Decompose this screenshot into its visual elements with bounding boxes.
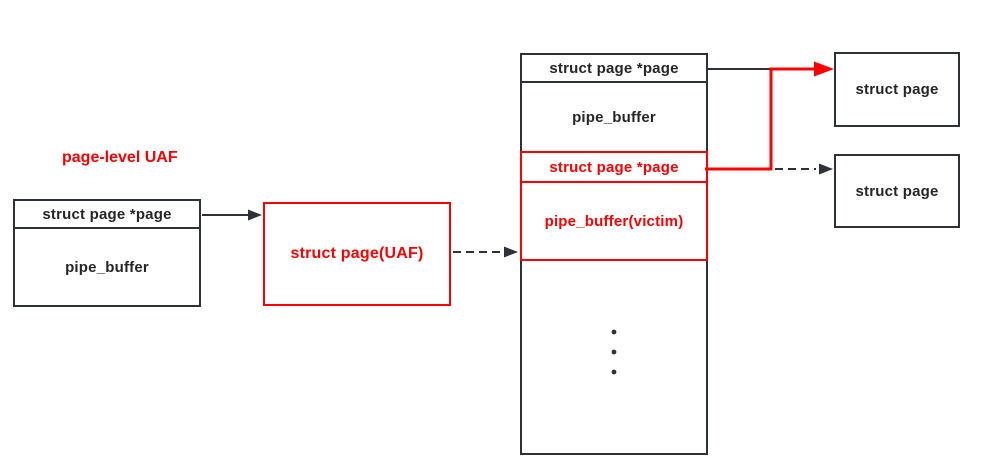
- heap-page-pointer-cell: struct page *page: [520, 53, 708, 83]
- victim-page-pointer-text: struct page *page: [549, 158, 679, 176]
- right-struct-page-box-top: struct page: [834, 52, 960, 127]
- arrow-uaf-to-heap-dashed-icon: [453, 246, 518, 258]
- right-struct-page-bottom-text: struct page: [855, 182, 939, 200]
- victim-pipe-buffer-cell: pipe_buffer(victim): [520, 181, 708, 261]
- heap-pipe-buffer-cell: pipe_buffer: [520, 81, 708, 153]
- victim-pipe-buffer-text: pipe_buffer(victim): [544, 212, 684, 230]
- right-struct-page-box-bottom: struct page: [834, 154, 960, 228]
- arrow-left-to-uaf-icon: [202, 209, 262, 221]
- victim-page-pointer-cell: struct page *page: [520, 151, 708, 183]
- uaf-page-box: struct page(UAF): [263, 202, 451, 306]
- left-page-pointer-text: struct page *page: [42, 205, 172, 223]
- heap-pipe-buffer-text: pipe_buffer: [572, 108, 656, 126]
- left-page-pointer-cell: struct page *page: [13, 199, 201, 229]
- left-pipe-buffer-text: pipe_buffer: [65, 258, 149, 276]
- heap-page-pointer-text: struct page *page: [549, 59, 679, 77]
- right-struct-page-top-text: struct page: [855, 81, 939, 98]
- arrow-victim-rerouted-red-icon: [705, 61, 834, 171]
- left-pipe-buffer-cell: pipe_buffer: [13, 227, 201, 307]
- uaf-page-text: struct page(UAF): [290, 245, 424, 262]
- arrow-victim-original-dashed-icon: [775, 163, 833, 175]
- page-level-uaf-label: page-level UAF: [62, 149, 178, 166]
